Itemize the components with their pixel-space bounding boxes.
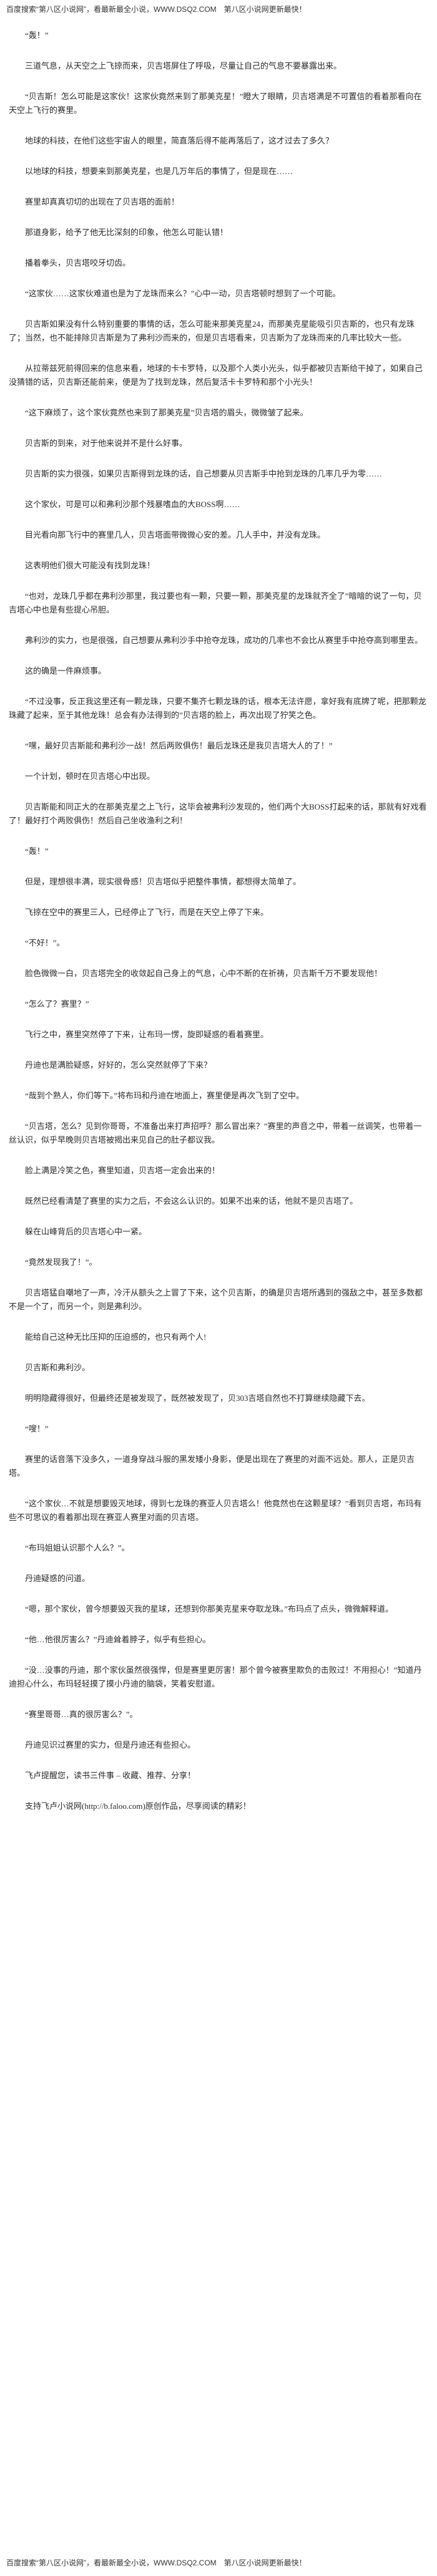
story-paragraph: 脸色微微一白，贝吉塔完全的收敛起自己身上的气息，心中不断的在祈祷，贝吉斯千万不要…: [25, 969, 383, 978]
story-paragraph: “嗖！”: [25, 1424, 49, 1433]
story-paragraph: 赛里却真真切切的出现在了贝吉塔的面前！: [25, 197, 180, 206]
story-paragraph: “赛里哥哥…真的很厉害么？”。: [25, 1710, 138, 1719]
story-paragraph: 地球的科技，在他们这些宇宙人的眼里，简直落后得不能再落后了，这才过去了多久？: [25, 136, 334, 145]
story-paragraph: 飞掠在空中的赛里三人，已经停止了飞行，而是在天空上停了下来。: [25, 908, 269, 917]
story-paragraph: “他…他很厉害么？”丹迪耸着脖子，似乎有些担心。: [25, 1635, 211, 1644]
story-paragraph: 贝吉斯如果没有什么特别重要的事情的话，怎么可能来那美克星24，而那美克星能吸引贝…: [9, 319, 415, 342]
story-paragraph: 飞行之中，赛里突然停了下来，让布玛一愣，旋即疑惑的看着赛里。: [25, 1030, 269, 1039]
story-paragraph: 贝吉斯的实力很强，如果贝吉斯得到龙珠的话，自己想要从贝吉斯手中抢到龙珠的几率几乎…: [25, 469, 383, 478]
story-paragraph: “不过没事，反正我这里还有一颗龙珠，只要不集齐七颗龙珠的话，根本无法许愿，拿好我…: [9, 697, 426, 720]
story-paragraph: 支持飞卢小说网(http://b.faloo.com)原创作品，尽享阅读的精彩！: [25, 1801, 251, 1811]
story-paragraph: 能给自己这种无比压抑的压迫感的，也只有两个人!: [25, 1332, 207, 1342]
story-paragraph: “布玛姐姐认识那个人么？”。: [25, 1543, 130, 1552]
story-paragraph: 目光看向那飞行中的赛里几人，贝吉塔面带微微心安的差。几人手中，并没有龙珠。: [25, 530, 326, 540]
story-paragraph: “没…没事的丹迪，那个家伙虽然很强悍，但是赛里更厉害！那个曾今被赛里欺负的击败过…: [9, 1665, 422, 1688]
story-paragraph: 三道气息，从天空之上飞掠而来，贝吉塔屏住了呼吸，尽量让自己的气息不要暴露出来。: [25, 61, 342, 70]
story-paragraph: 脸上满是冷笑之色，赛里知道，贝吉塔一定会出来的！: [25, 1166, 220, 1175]
story-paragraph: 从拉蒂兹死前得回来的信息来看，地球的卡卡罗特，以及那个人类小光头，似乎都被贝吉斯…: [9, 364, 423, 387]
site-banner-top: 百度搜索“第八区小说网”，看最新最全小说，WWW.DSQ2.COM 第八区小说网…: [0, 0, 437, 17]
story-paragraph: 贝吉斯的到来，对于他来说并不是什么好事。: [25, 438, 188, 448]
story-paragraph: 弗利沙的实力，也是很强，自己想要从弗利沙手中抢夺龙珠，成功的几率也不会比从赛里手…: [25, 636, 423, 645]
story-paragraph: “这下麻烦了，这个家伙竟然也来到了那美克星”贝吉塔的眉头，微微皱了起来。: [25, 408, 308, 417]
story-paragraph: 既然已经看清楚了赛里的实力之后，不会这么认识的。如果不出来的话，他就不是贝吉塔了…: [25, 1196, 358, 1206]
story-paragraph: 以地球的科技，想要来到那美克星，也是几万年后的事情了，但是现在……: [25, 167, 293, 176]
story-paragraph: “这个家伙…不就是想要毁灭地球，得到七龙珠的赛亚人贝吉塔么！他竟然也在这颗星球？…: [9, 1499, 422, 1522]
story-paragraph: “轰！”: [25, 846, 49, 856]
banner-text: 百度搜索“第八区小说网”，看最新最全小说，WWW.DSQ2.COM 第八区小说网…: [6, 5, 307, 14]
story-paragraph: 这个家伙，可是可以和弗利沙那个残暴嗜血的大BOSS啊……: [25, 500, 240, 509]
story-paragraph: “轰！”: [25, 31, 49, 40]
story-paragraph: “竟然发现我了！”。: [25, 1257, 97, 1267]
story-paragraph: 这的确是一件麻烦事。: [25, 666, 107, 675]
story-paragraph: 丹迪见识过赛里的实力，但是丹迪还有些担心。: [25, 1740, 196, 1750]
story-paragraph: “怎么了？赛里？”: [25, 999, 89, 1009]
story-paragraph: “这家伙……这家伙难道也是为了龙珠而来么？”心中一动，贝吉塔顿时想到了一个可能。: [25, 289, 341, 298]
story-paragraph: 明明隐藏得很好，但最终还是被发现了，既然被发现了，贝303吉塔自然也不打算继续隐…: [25, 1393, 370, 1403]
banner-text: 百度搜索“第八区小说网”，看最新最全小说，WWW.DSQ2.COM 第八区小说网…: [6, 2559, 307, 2567]
story-paragraph: 赛里的话音落下没多久，一道身穿战斗服的黑发矮小身影，便是出现在了赛里的对面不远处…: [9, 1455, 415, 1478]
site-banner-bottom: 百度搜索“第八区小说网”，看最新最全小说，WWW.DSQ2.COM 第八区小说网…: [0, 2554, 307, 2571]
story-paragraph: 一个计划，顿时在贝吉塔心中出现。: [25, 772, 155, 781]
story-paragraph: 飞卢提醒您，读书三件事 – 收藏、推荐、分享！: [25, 1771, 196, 1780]
story-paragraph: 这表明他们很大可能没有找到龙珠！: [25, 561, 155, 570]
story-paragraph: 贝吉斯和弗利沙。: [25, 1363, 91, 1372]
story-paragraph: 播着拳头，贝吉塔咬牙切齿。: [25, 258, 131, 268]
chapter-body: “轰！” 三道气息，从天空之上飞掠而来，贝吉塔屏住了呼吸，尽量让自己的气息不要暴露…: [0, 17, 437, 1813]
story-paragraph: “贝吉斯！怎么可能是这家伙！这家伙竟然来到了那美克星！”瞪大了眼睛，贝吉塔满是不…: [9, 92, 422, 115]
story-paragraph: “嘿，最好贝吉斯能和弗利沙一战！然后两败俱伤！最后龙珠还是我贝吉塔大人的了！”: [25, 741, 333, 750]
story-paragraph: 但是，理想很丰满，现实很骨感！贝吉塔似乎把整件事情，都想得太简单了。: [25, 877, 302, 886]
story-paragraph: 贝吉斯能和同正大的在那美克星之上飞行，这毕会被弗利沙发现的，他们两个大BOSS打…: [9, 802, 427, 825]
story-paragraph: “哉到个熟人，你们等下。”将布玛和丹迪在地面上，赛里便是再次飞到了空中。: [25, 1091, 305, 1100]
story-paragraph: 那道身影，给予了他无比深刻的印象，他怎么可能认错！: [25, 228, 228, 237]
story-paragraph: “也对，龙珠几乎都在弗利沙那里，我过要也有一颗，只要一颗，那美克星的龙珠就齐全了…: [9, 591, 422, 614]
story-paragraph: 贝吉塔猛自嘲地了一声，冷汗从额头之上冒了下来，这个贝吉斯，的确是贝吉塔所遇到的强…: [9, 1288, 423, 1311]
story-paragraph: 丹迪疑惑的问道。: [25, 1574, 91, 1583]
story-paragraph: 丹迪也是满脸疑惑，好好的，怎么突然就停了下来？: [25, 1060, 212, 1070]
story-paragraph: “嗯，那个家伙，曾今想要毁灭我的星球，还想到你那美克星来夺取龙珠。”布玛点了点头…: [25, 1604, 394, 1614]
story-paragraph: “贝吉塔，怎么？见到你哥哥，不准备出来打声招呼？那么冒出来？”赛里的声音之中，带…: [9, 1121, 422, 1145]
story-paragraph: 躲在山峰背后的贝吉塔心中一紧。: [25, 1227, 147, 1236]
story-paragraph: “不好！”。: [25, 938, 65, 947]
